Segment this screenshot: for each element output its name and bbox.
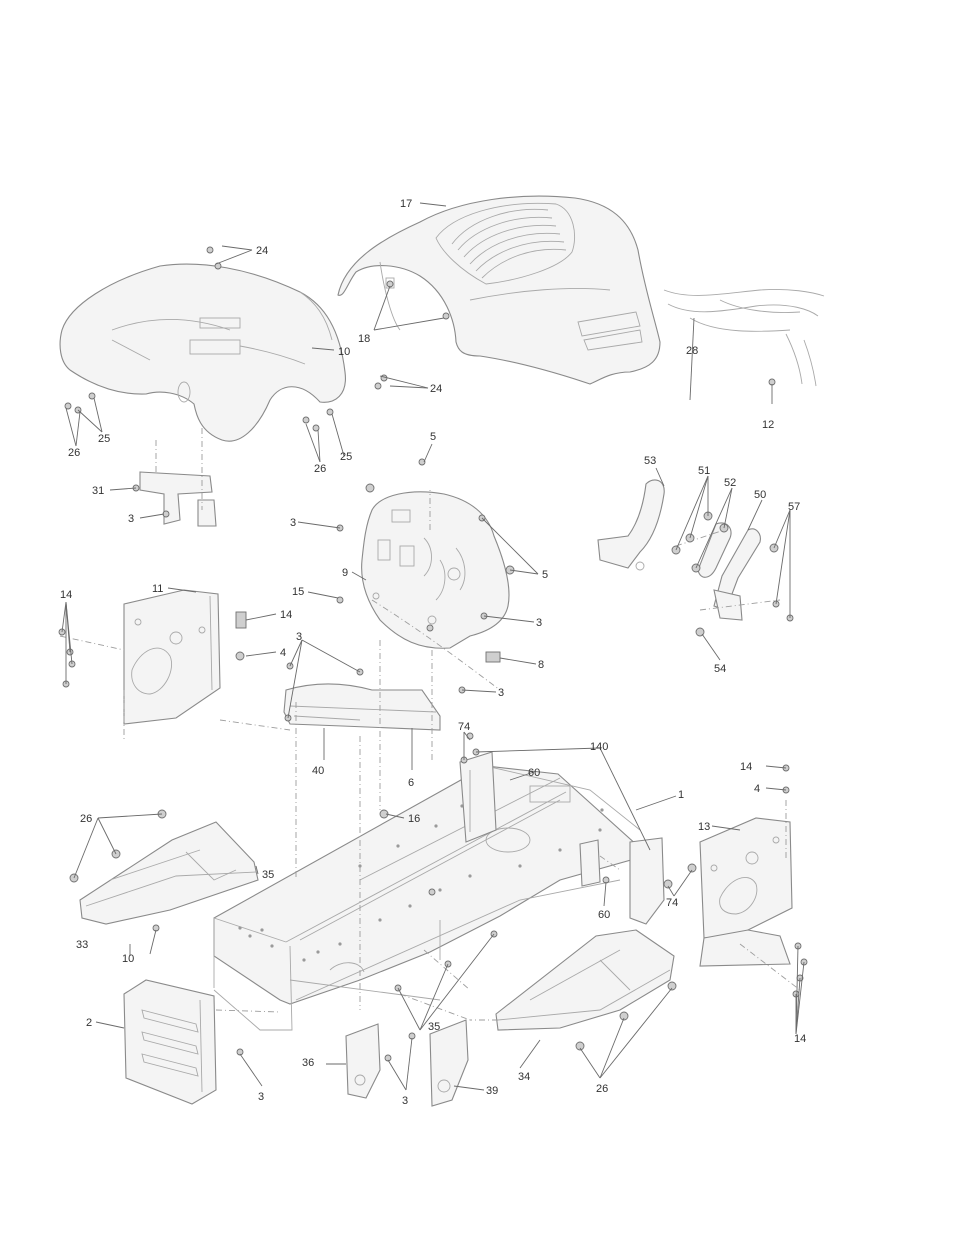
callout-10: 10 <box>338 346 350 358</box>
part-bracket-31 <box>140 472 216 526</box>
callout-18: 18 <box>358 333 370 345</box>
callout-10: 10 <box>122 953 134 965</box>
callout-14: 14 <box>740 761 752 773</box>
callout-14: 14 <box>794 1033 806 1045</box>
callout-26: 26 <box>314 463 326 475</box>
callout-35: 35 <box>262 869 274 881</box>
callout-5: 5 <box>542 569 548 581</box>
callout-2: 2 <box>86 1017 92 1029</box>
callout-40: 40 <box>312 765 324 777</box>
part-console-plate-40 <box>284 684 440 730</box>
part-footrest-right <box>496 930 674 1030</box>
callout-28: 28 <box>686 345 698 357</box>
callout-39: 39 <box>486 1085 498 1097</box>
callout-36: 36 <box>302 1057 314 1069</box>
callout-26: 26 <box>80 813 92 825</box>
callout-3: 3 <box>258 1091 264 1103</box>
callout-54: 54 <box>714 663 726 675</box>
part-dash-panel <box>362 492 509 648</box>
part-rear-plate-2 <box>124 980 216 1104</box>
part-grille-28 <box>664 289 824 386</box>
callout-13: 13 <box>698 821 710 833</box>
callout-14: 14 <box>280 609 292 621</box>
callout-24: 24 <box>256 245 268 257</box>
callout-50: 50 <box>754 489 766 501</box>
callout-8: 8 <box>538 659 544 671</box>
callout-25: 25 <box>340 451 352 463</box>
callout-26: 26 <box>68 447 80 459</box>
callout-4: 4 <box>280 647 286 659</box>
part-side-panel-right <box>700 818 792 966</box>
callout-6: 6 <box>408 777 414 789</box>
callout-24: 24 <box>430 383 442 395</box>
callout-3: 3 <box>128 513 134 525</box>
callout-140: 140 <box>590 741 608 753</box>
callout-53: 53 <box>644 455 656 467</box>
callout-25: 25 <box>98 433 110 445</box>
callout-57: 57 <box>788 501 800 513</box>
part-side-panel-left <box>124 590 220 724</box>
callout-51: 51 <box>698 465 710 477</box>
part-bracket-36 <box>346 1024 380 1098</box>
part-rear-fender <box>60 264 345 441</box>
callout-12: 12 <box>762 419 774 431</box>
callout-60: 60 <box>528 767 540 779</box>
callout-11: 11 <box>152 583 163 595</box>
callout-26: 26 <box>596 1083 608 1095</box>
callout-14: 14 <box>60 589 72 601</box>
callout-3: 3 <box>498 687 504 699</box>
callout-60: 60 <box>598 909 610 921</box>
part-front-bracket-140 <box>460 752 496 842</box>
callout-3: 3 <box>536 617 542 629</box>
callout-4: 4 <box>754 783 760 795</box>
callout-74: 74 <box>458 721 470 733</box>
part-lever-53 <box>598 480 664 570</box>
callout-31: 31 <box>92 485 104 497</box>
callout-3: 3 <box>296 631 302 643</box>
callout-34: 34 <box>518 1071 530 1083</box>
callout-5: 5 <box>430 431 436 443</box>
callout-3: 3 <box>402 1095 408 1107</box>
part-hood <box>338 196 660 384</box>
callout-16: 16 <box>408 813 420 825</box>
callout-9: 9 <box>342 567 348 579</box>
callout-52: 52 <box>724 477 736 489</box>
callout-3: 3 <box>290 517 296 529</box>
callout-17: 17 <box>400 198 412 210</box>
callout-35: 35 <box>428 1021 440 1033</box>
callout-15: 15 <box>292 586 304 598</box>
callout-33: 33 <box>76 939 88 951</box>
callout-74: 74 <box>666 897 678 909</box>
callout-1: 1 <box>678 789 684 801</box>
